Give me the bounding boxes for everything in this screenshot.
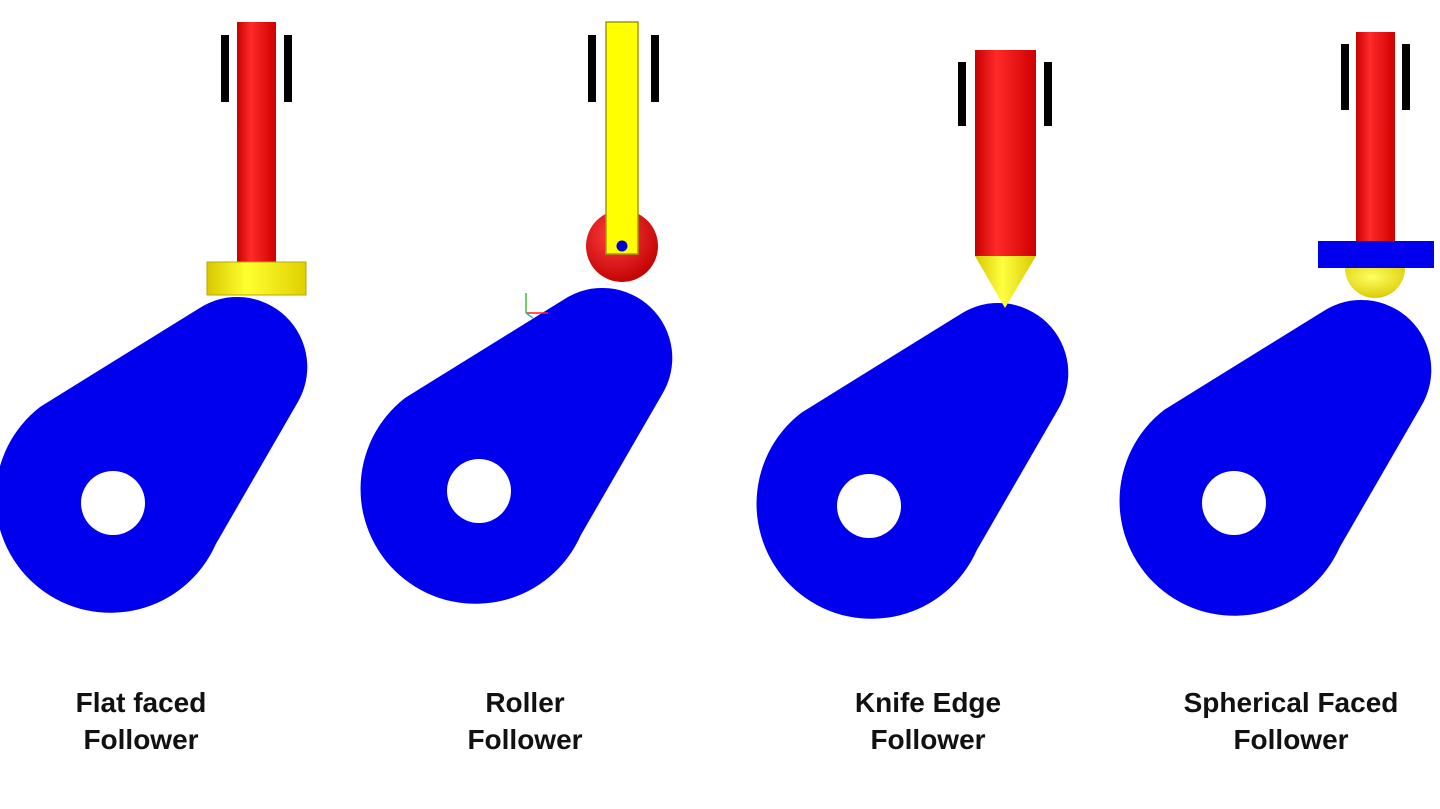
spherical-guide-left <box>1341 44 1349 110</box>
spherical-faced-follower-assembly <box>1119 32 1434 616</box>
knife-cam-hole <box>837 474 901 538</box>
spherical-cam <box>1119 299 1432 616</box>
flat-guide-left <box>221 35 229 102</box>
flat-stem <box>237 22 276 264</box>
spherical-stem <box>1356 32 1395 242</box>
caption-line-2: Follower <box>467 724 583 755</box>
flat-faced-follower-assembly <box>0 22 308 613</box>
spherical-face <box>1345 268 1405 298</box>
axis-triad-icon <box>525 293 548 319</box>
caption-spherical-faced-follower: Spherical Faced Follower <box>1131 684 1440 758</box>
roller-follower-assembly <box>360 21 673 604</box>
roller-guide-right <box>651 35 659 102</box>
knife-guide-right <box>1044 62 1052 126</box>
spherical-collar <box>1318 241 1434 268</box>
flat-cam <box>0 296 308 613</box>
knife-cam <box>756 302 1069 619</box>
roller-guide-left <box>588 35 596 102</box>
knife-edge-tip <box>975 256 1036 308</box>
knife-guide-left <box>958 62 966 126</box>
caption-line-1: Knife Edge <box>854 687 1002 718</box>
flat-cam-hole <box>81 471 145 535</box>
caption-line-2: Follower <box>1233 724 1349 755</box>
flat-guide-right <box>284 35 292 102</box>
caption-flat-faced-follower: Flat faced Follower <box>0 684 301 758</box>
caption-line-1: Roller <box>485 687 565 718</box>
roller-pin <box>616 240 628 252</box>
knife-edge-follower-assembly <box>756 50 1069 619</box>
knife-stem <box>975 50 1036 256</box>
spherical-cam-hole <box>1202 471 1266 535</box>
roller-cam-hole <box>447 459 511 523</box>
caption-line-2: Follower <box>870 724 986 755</box>
flat-face <box>206 261 307 296</box>
caption-line-2: Follower <box>83 724 199 755</box>
roller-stem <box>605 21 639 255</box>
roller-cam <box>360 287 673 604</box>
caption-roller-follower: Roller Follower <box>365 684 685 758</box>
caption-line-1: Spherical Faced <box>1183 687 1399 718</box>
caption-line-1: Flat faced <box>75 687 207 718</box>
spherical-guide-right <box>1402 44 1410 110</box>
caption-knife-edge-follower: Knife Edge Follower <box>768 684 1088 758</box>
